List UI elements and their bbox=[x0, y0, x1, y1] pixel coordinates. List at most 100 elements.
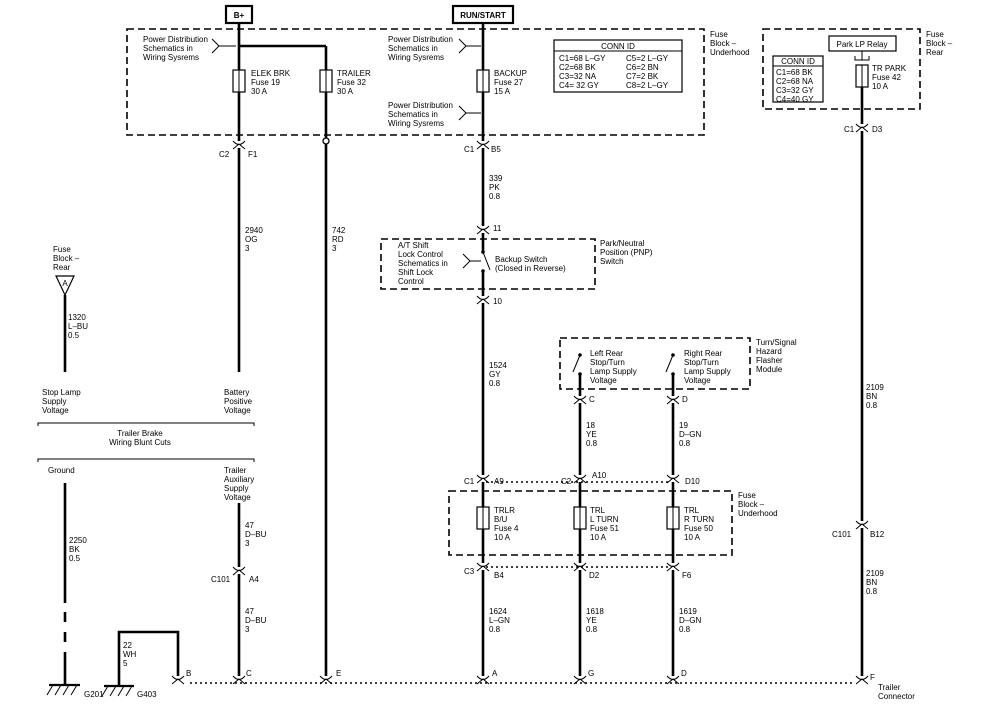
conn-d3: D3 bbox=[872, 125, 883, 134]
svg-text:GY: GY bbox=[489, 370, 501, 379]
runstart-source: RUN/START bbox=[451, 4, 515, 25]
wire-19-label: 19 D–GN 0.8 bbox=[679, 421, 701, 448]
trailer-pin-f: F bbox=[870, 673, 875, 682]
svg-text:0.8: 0.8 bbox=[586, 439, 598, 448]
svg-text:Fuse 50: Fuse 50 bbox=[684, 524, 713, 533]
conn-pin-11: 11 bbox=[493, 224, 502, 233]
svg-text:TRL: TRL bbox=[590, 506, 606, 515]
svg-text:C7=2 BK: C7=2 BK bbox=[626, 72, 659, 81]
svg-text:Wiring Sysrems: Wiring Sysrems bbox=[388, 119, 444, 128]
conn-pin-c: C bbox=[589, 395, 595, 404]
svg-text:Hazard: Hazard bbox=[756, 347, 782, 356]
svg-text:Block –: Block – bbox=[53, 254, 80, 263]
svg-text:Backup Switch: Backup Switch bbox=[495, 255, 547, 264]
pds-text-1: Power Distribution Schematics in Wiring … bbox=[143, 35, 208, 62]
svg-text:Flasher: Flasher bbox=[756, 356, 783, 365]
conn-f1: F1 bbox=[248, 150, 258, 159]
conn-c101-a: C101 bbox=[211, 575, 231, 584]
battery-positive-label: Battery Positive Voltage bbox=[224, 388, 253, 415]
trailer-pin-g: G bbox=[588, 669, 594, 678]
svg-text:OG: OG bbox=[245, 235, 257, 244]
svg-text:19: 19 bbox=[679, 421, 688, 430]
svg-text:C4= 32 GY: C4= 32 GY bbox=[559, 81, 599, 90]
conn-pin-10: 10 bbox=[493, 297, 502, 306]
conn-id-rear-table: CONN ID C1=68 BK C2=68 NA C3=32 GY C4=40… bbox=[772, 55, 824, 104]
svg-text:Fuse 42: Fuse 42 bbox=[872, 73, 901, 82]
fuse-block-underhood-mid-box bbox=[448, 490, 733, 556]
svg-text:0.8: 0.8 bbox=[489, 192, 501, 201]
svg-text:(Closed in Reverse): (Closed in Reverse) bbox=[495, 264, 566, 273]
svg-text:10 A: 10 A bbox=[590, 533, 607, 542]
svg-text:Rear: Rear bbox=[926, 48, 944, 57]
svg-text:BN: BN bbox=[866, 578, 877, 587]
shift-lock-text: A/T Shift Lock Control Schematics in Shi… bbox=[398, 241, 448, 286]
svg-text:1624: 1624 bbox=[489, 607, 507, 616]
svg-text:C3=32 GY: C3=32 GY bbox=[776, 86, 814, 95]
svg-text:Schematics in: Schematics in bbox=[398, 259, 448, 268]
fuse-block-rear-terminal bbox=[55, 275, 75, 297]
conn-pin-d: D bbox=[682, 395, 688, 404]
svg-text:Fuse: Fuse bbox=[738, 491, 756, 500]
svg-text:C2=68 NA: C2=68 NA bbox=[776, 77, 814, 86]
elek-brk-fuse-label: ELEK BRK Fuse 19 30 A bbox=[251, 69, 291, 96]
svg-text:Shift Lock: Shift Lock bbox=[398, 268, 434, 277]
svg-text:Fuse 27: Fuse 27 bbox=[494, 78, 523, 87]
svg-text:Fuse 19: Fuse 19 bbox=[251, 78, 280, 87]
wire-47-a-label: 47 D–BU 3 bbox=[245, 521, 267, 548]
svg-text:C4=40 GY: C4=40 GY bbox=[776, 95, 814, 104]
svg-text:Voltage: Voltage bbox=[42, 406, 69, 415]
trailer-pin-c: C bbox=[246, 669, 252, 678]
trl-l-turn-fuse-label: TRL L TURN Fuse 51 10 A bbox=[590, 506, 619, 542]
left-rear-stop-label: Left Rear Stop/Turn Lamp Supply Voltage bbox=[590, 349, 637, 385]
conn-f6: F6 bbox=[682, 571, 692, 580]
stop-lamp-supply-label: Stop Lamp Supply Voltage bbox=[42, 388, 81, 415]
fuse-block-rear-left-label: Fuse Block – Rear bbox=[53, 245, 80, 272]
conn-a4: A4 bbox=[249, 575, 259, 584]
svg-text:Voltage: Voltage bbox=[684, 376, 711, 385]
svg-text:Trailer Brake: Trailer Brake bbox=[117, 429, 163, 438]
wire-339-label: 339 PK 0.8 bbox=[489, 174, 503, 201]
svg-text:Turn/Signal: Turn/Signal bbox=[756, 338, 797, 347]
svg-text:Underhood: Underhood bbox=[738, 509, 778, 518]
svg-text:0.5: 0.5 bbox=[68, 331, 80, 340]
svg-text:ELEK BRK: ELEK BRK bbox=[251, 69, 291, 78]
g201-ground-symbol bbox=[46, 683, 80, 696]
conn-id-table: CONN ID C1=68 L–GY C2=68 BK C3=32 NA C4=… bbox=[553, 39, 683, 93]
svg-text:RD: RD bbox=[332, 235, 344, 244]
svg-text:Position (PNP): Position (PNP) bbox=[600, 248, 653, 257]
svg-text:Lamp Supply: Lamp Supply bbox=[590, 367, 637, 376]
svg-text:0.8: 0.8 bbox=[489, 379, 501, 388]
svg-text:BACKUP: BACKUP bbox=[494, 69, 527, 78]
svg-text:2940: 2940 bbox=[245, 226, 263, 235]
svg-text:3: 3 bbox=[245, 625, 250, 634]
svg-text:A/T Shift: A/T Shift bbox=[398, 241, 429, 250]
svg-text:TRLR: TRLR bbox=[494, 506, 515, 515]
conn-c1-b: C1 bbox=[464, 477, 475, 486]
aux-bracket bbox=[37, 458, 255, 462]
trailer-connector-label-1: Trailer bbox=[878, 683, 901, 692]
svg-text:Left Rear: Left Rear bbox=[590, 349, 623, 358]
bplus-label: B+ bbox=[234, 11, 245, 20]
svg-text:18: 18 bbox=[586, 421, 595, 430]
svg-text:1320: 1320 bbox=[68, 313, 86, 322]
svg-text:C1=68 L–GY: C1=68 L–GY bbox=[559, 54, 606, 63]
svg-text:3: 3 bbox=[245, 539, 250, 548]
conn-a9: A9 bbox=[494, 477, 504, 486]
svg-text:0.8: 0.8 bbox=[866, 401, 878, 410]
conn-d2: D2 bbox=[589, 571, 600, 580]
fuse-block-underhood-mid-label: Fuse Block – Underhood bbox=[738, 491, 778, 518]
svg-text:YE: YE bbox=[586, 430, 597, 439]
svg-text:YE: YE bbox=[586, 616, 597, 625]
blunt-cuts-bracket bbox=[37, 422, 255, 426]
svg-text:R TURN: R TURN bbox=[684, 515, 714, 524]
svg-text:B/U: B/U bbox=[494, 515, 508, 524]
svg-text:Lock Control: Lock Control bbox=[398, 250, 443, 259]
svg-text:Supply: Supply bbox=[224, 484, 248, 493]
svg-text:Park LP Relay: Park LP Relay bbox=[837, 40, 888, 49]
svg-text:Fuse 51: Fuse 51 bbox=[590, 524, 619, 533]
svg-text:C3=32 NA: C3=32 NA bbox=[559, 72, 597, 81]
trlr-bu-fuse-label: TRLR B/U Fuse 4 10 A bbox=[494, 506, 519, 542]
svg-text:Underhood: Underhood bbox=[710, 48, 750, 57]
g403-ground-symbol bbox=[101, 684, 134, 697]
conn-a10: A10 bbox=[592, 471, 607, 480]
